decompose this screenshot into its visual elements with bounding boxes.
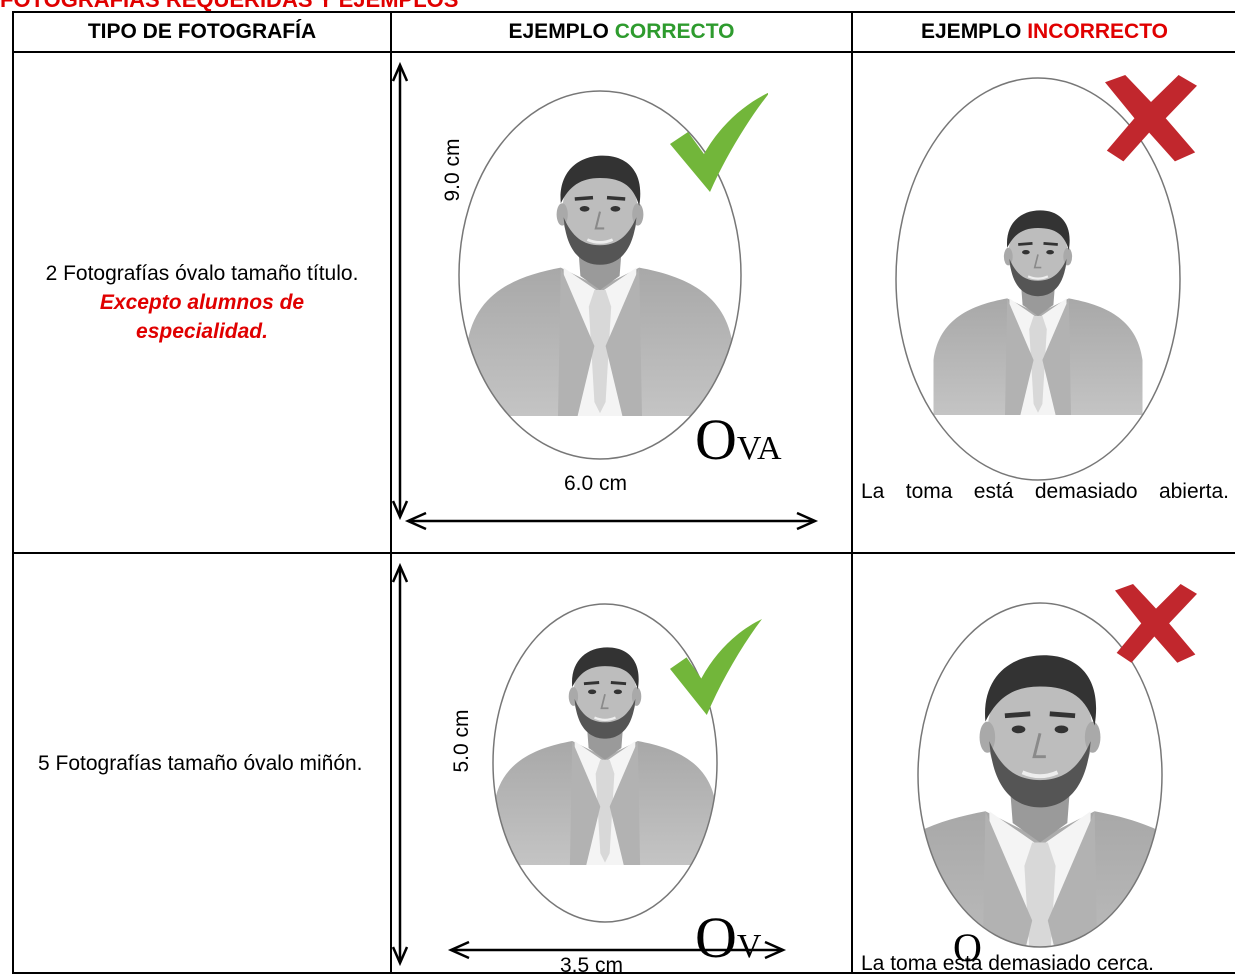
correct-example-cell: 5.0 cm OV 3.5 cm: [390, 552, 853, 974]
header-photo-type: TIPO DE FOTOGRAFÍA: [12, 11, 392, 53]
table-row: 2 Fotografías óvalo tamaño título. Excep…: [12, 51, 1235, 554]
table-row: 5 Fotografías tamaño óvalo miñón. 5.0 cm…: [12, 552, 1235, 974]
height-label: 5.0 cm: [450, 709, 473, 773]
header-correct-prefix: EJEMPLO: [508, 20, 615, 43]
table-header-row: TIPO DE FOTOGRAFÍA EJEMPLO CORRECTO EJEM…: [12, 11, 1235, 53]
watermark-small: VA: [736, 430, 782, 467]
width-label: 6.0 cm: [564, 472, 628, 495]
width-label: 3.5 cm: [560, 954, 624, 973]
check-icon: [670, 619, 762, 715]
person-photo: [917, 602, 1163, 948]
photo-type-text: 5 Fotografías tamaño óvalo miñón.: [38, 751, 363, 775]
section-title: FOTOGRAFÍAS REQUERIDAS Y EJEMPLOS: [0, 0, 700, 12]
watermark-small: V: [736, 928, 762, 965]
incorrect-example-cell: O La toma está demasiado cerca.: [851, 552, 1235, 974]
double-arrow-icon: [393, 562, 409, 967]
watermark-big: O: [953, 925, 982, 970]
double-arrow-icon: [393, 61, 409, 521]
oval-watermark: OV: [695, 909, 761, 967]
incorrect-caption: La toma está demasiado cerca.: [861, 952, 1154, 973]
header-incorrect-word: INCORRECTO: [1027, 20, 1168, 43]
watermark-big: O: [695, 905, 737, 970]
incorrect-caption: La toma está demasiado abierta.: [861, 480, 1229, 503]
correct-example-cell: 9.0 cm OVA 6.0 cm: [390, 51, 853, 554]
photo-type-cell: 5 Fotografías tamaño óvalo miñón.: [12, 552, 392, 974]
header-incorrect-example: EJEMPLO INCORRECTO: [851, 11, 1235, 53]
cross-icon: [1105, 75, 1197, 162]
double-arrow-icon: [447, 940, 787, 960]
oval-watermark: OVA: [695, 411, 782, 469]
photo-type-cell: 2 Fotografías óvalo tamaño título. Excep…: [12, 51, 392, 554]
header-incorrect-prefix: EJEMPLO: [921, 20, 1028, 43]
oval-watermark: O: [953, 928, 982, 968]
person-photo: [492, 603, 718, 923]
check-icon: [670, 92, 768, 192]
double-arrow-icon: [404, 511, 819, 531]
photo-type-note: Excepto alumnos de especialidad.: [99, 291, 305, 343]
incorrect-example-cell: La toma está demasiado abierta.: [851, 51, 1235, 554]
cross-icon: [1115, 584, 1197, 663]
header-correct-example: EJEMPLO CORRECTO: [390, 11, 853, 53]
watermark-big: O: [695, 407, 737, 472]
photo-requirements-table: TIPO DE FOTOGRAFÍA EJEMPLO CORRECTO EJEM…: [12, 11, 1235, 974]
photo-type-text: 2 Fotografías óvalo tamaño título.: [45, 262, 359, 285]
header-correct-word: CORRECTO: [614, 20, 735, 43]
